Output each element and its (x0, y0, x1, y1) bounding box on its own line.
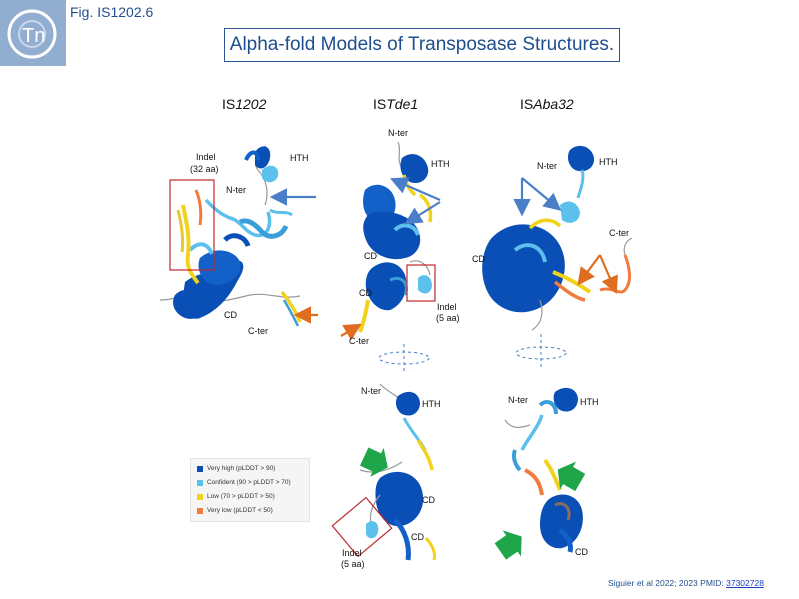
istde1-bottom-indel-size-label: (5 aa) (341, 559, 365, 569)
istde1-bottom-indel-label: Indel (342, 548, 362, 558)
istde1-top-nter-arrow-1 (389, 177, 441, 202)
legend-item-very-high: Very high (pLDDT > 90) (197, 465, 275, 472)
isaba32-bottom-nter-label: N-ter (508, 395, 528, 405)
legend-item-low: Low (70 > pLDDT > 50) (197, 493, 275, 500)
istde1-top-cd2-label: CD (359, 288, 372, 298)
legend-swatch (197, 479, 203, 486)
isaba32-top-structure (482, 145, 633, 368)
legend-swatch (197, 507, 203, 514)
istde1-top-cter-label: C-ter (349, 336, 369, 346)
istde1-top-indel-size-label: (5 aa) (436, 313, 460, 323)
isaba32-top-nter-arrow-2 (521, 177, 562, 211)
istde1-bottom-cd1-label: CD (422, 495, 435, 505)
istde1-top-nter-label: N-ter (388, 128, 408, 138)
istde1-top-indel-box (406, 264, 436, 302)
isaba32-bottom-hth-label: HTH (580, 397, 599, 407)
figure-label: Fig. IS1202.6 (70, 4, 154, 20)
istde1-bottom-nter-label: N-ter (361, 386, 381, 396)
logo-graphic: Tn (0, 0, 66, 66)
citation-text: Siguier et al 2022; 2023 PMID: (608, 578, 727, 588)
plddt-legend: Very high (pLDDT > 90) Confident (90 > p… (190, 458, 310, 522)
page-title-text: Alpha-fold Models of Transposase Structu… (229, 34, 615, 55)
istde1-top-hth-label: HTH (431, 159, 450, 169)
istde1-top-indel-label: Indel (437, 302, 457, 312)
legend-item-confident: Confident (90 > pLDDT > 70) (197, 479, 291, 486)
column-title-isaba32: ISAba32 (520, 96, 574, 112)
tn-logo: Tn (0, 0, 66, 66)
istde1-bottom-green-arrow (359, 447, 388, 477)
is1202-nter-label: N-ter (226, 185, 246, 195)
istde1-top-nter-arrow-2 (404, 201, 441, 225)
isaba32-top-cter-arrow-2 (598, 254, 618, 295)
isaba32-top-cter-label: C-ter (609, 228, 629, 238)
page-title: Alpha-fold Models of Transposase Structu… (224, 28, 620, 62)
isaba32-top-cter-arrow-1 (577, 254, 601, 286)
isaba32-bottom-green-arrow-1 (557, 461, 586, 492)
citation: Siguier et al 2022; 2023 PMID: 37302728 (608, 578, 764, 588)
legend-swatch (197, 493, 203, 500)
is1202-indel-label: Indel (196, 152, 216, 162)
column-title-istde1: ISTde1 (373, 96, 419, 112)
is1202-cter-label: C-ter (248, 326, 268, 336)
istde1-top-cd1-label: CD (364, 251, 377, 261)
is1202-cd-label: CD (224, 310, 237, 320)
isaba32-top-hth-label: HTH (599, 157, 618, 167)
isaba32-top-cd-label: CD (472, 254, 485, 264)
is1202-structure (159, 145, 318, 327)
legend-swatch (197, 465, 203, 472)
istde1-top-cter-arrow (340, 323, 362, 341)
istde1-bottom-indel-box (331, 496, 393, 558)
is1202-hth-label: HTH (290, 153, 309, 163)
isaba32-bottom-green-arrow-2 (494, 530, 522, 560)
legend-item-very-low: Very low (pLDDT < 50) (197, 507, 273, 514)
is1202-indel-size-label: (32 aa) (190, 164, 219, 174)
isaba32-bottom-structure (494, 387, 586, 560)
isaba32-bottom-cd-label: CD (575, 547, 588, 557)
logo-text: Tn (22, 25, 45, 47)
istde1-bottom-cd2-label: CD (411, 532, 424, 542)
istde1-top-structure (340, 141, 441, 372)
is1202-indel-box (169, 179, 215, 271)
istde1-bottom-structure (331, 383, 436, 561)
isaba32-top-nter-label: N-ter (537, 161, 557, 171)
pmid-link[interactable]: 37302728 (726, 578, 764, 588)
column-title-is1202: IS1202 (222, 96, 267, 112)
istde1-bottom-hth-label: HTH (422, 399, 441, 409)
